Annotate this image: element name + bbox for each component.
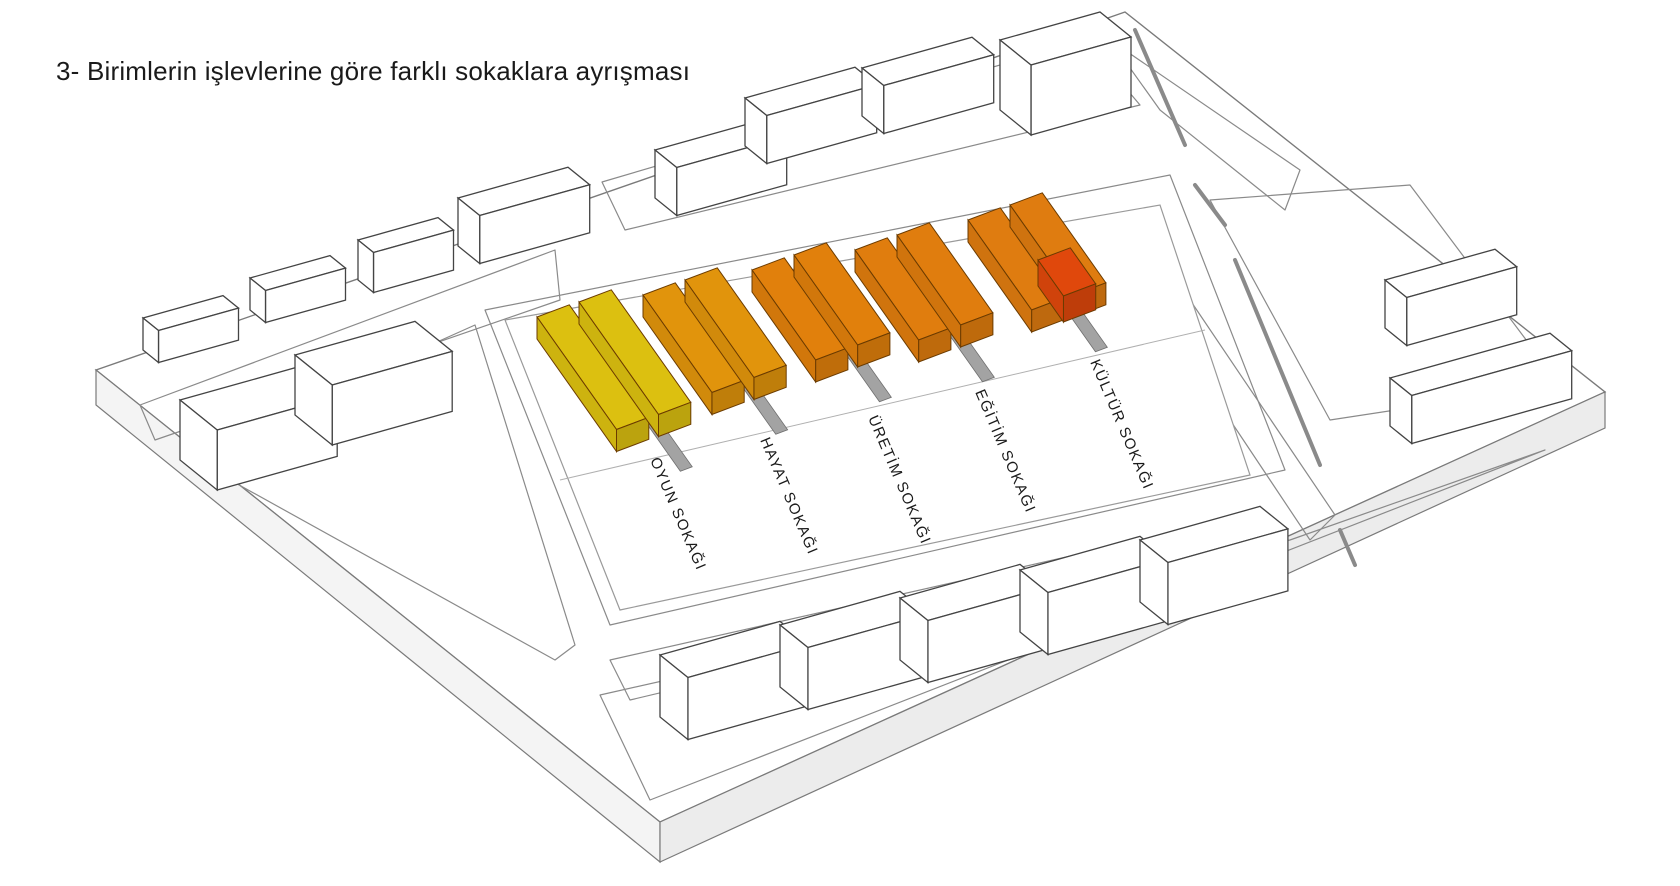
box-side <box>899 596 929 684</box>
street-group-4 <box>854 222 995 383</box>
unit-block <box>751 257 849 384</box>
block-side <box>751 268 817 384</box>
block-side <box>793 253 859 369</box>
plaza-divider <box>559 329 1206 481</box>
block-side <box>896 233 962 349</box>
box-side <box>861 66 885 135</box>
box-side <box>1384 278 1408 347</box>
road-median <box>1193 183 1227 227</box>
box-side <box>249 276 267 324</box>
context-building <box>998 11 1133 137</box>
block-side <box>578 300 659 439</box>
context-building <box>658 620 810 741</box>
unit-block <box>536 304 650 454</box>
block-side <box>854 248 920 364</box>
block-side <box>536 315 617 454</box>
road-outline <box>1109 39 1301 211</box>
unit-block <box>854 237 952 364</box>
road-outline <box>484 174 1286 626</box>
block-side <box>967 218 1033 334</box>
street-group-3 <box>751 242 892 403</box>
context-building <box>1138 505 1290 626</box>
box-side <box>1389 376 1413 445</box>
page-title: 3- Birimlerin işlevlerine göre farklı so… <box>56 56 691 86</box>
context-buildings <box>141 11 1574 741</box>
unit-blocks <box>536 192 1108 472</box>
context-building <box>293 320 454 447</box>
box-side <box>457 196 481 265</box>
unit-block <box>684 267 787 402</box>
box-side <box>357 238 375 294</box>
box-side <box>654 148 678 217</box>
street-group-1 <box>536 289 693 472</box>
road-median <box>1233 258 1322 467</box>
block-side <box>642 293 713 417</box>
box-side <box>999 38 1032 137</box>
road-median <box>1133 28 1187 147</box>
block-side <box>1037 258 1064 324</box>
context-building <box>860 36 996 135</box>
context-building <box>456 166 592 265</box>
box-side <box>1139 538 1169 626</box>
box-side <box>1019 568 1049 656</box>
context-building <box>248 254 347 324</box>
box-side <box>779 623 809 711</box>
box-side <box>179 398 218 492</box>
context-building <box>1388 332 1574 445</box>
context-building <box>141 294 240 364</box>
box-side <box>142 316 160 364</box>
unit-block <box>793 242 891 369</box>
context-building <box>356 216 455 294</box>
street-group-2 <box>642 267 789 435</box>
box-side <box>744 96 768 165</box>
road-median <box>1338 528 1357 567</box>
context-building <box>743 66 879 165</box>
context-building <box>1383 248 1519 347</box>
block-side <box>684 278 755 402</box>
road-outline <box>139 249 561 441</box>
box-side <box>659 653 689 741</box>
unit-block <box>1037 247 1097 324</box>
accent-block <box>1037 247 1097 324</box>
unit-block <box>578 289 692 439</box>
box-side <box>294 353 333 447</box>
unit-block <box>896 222 994 349</box>
